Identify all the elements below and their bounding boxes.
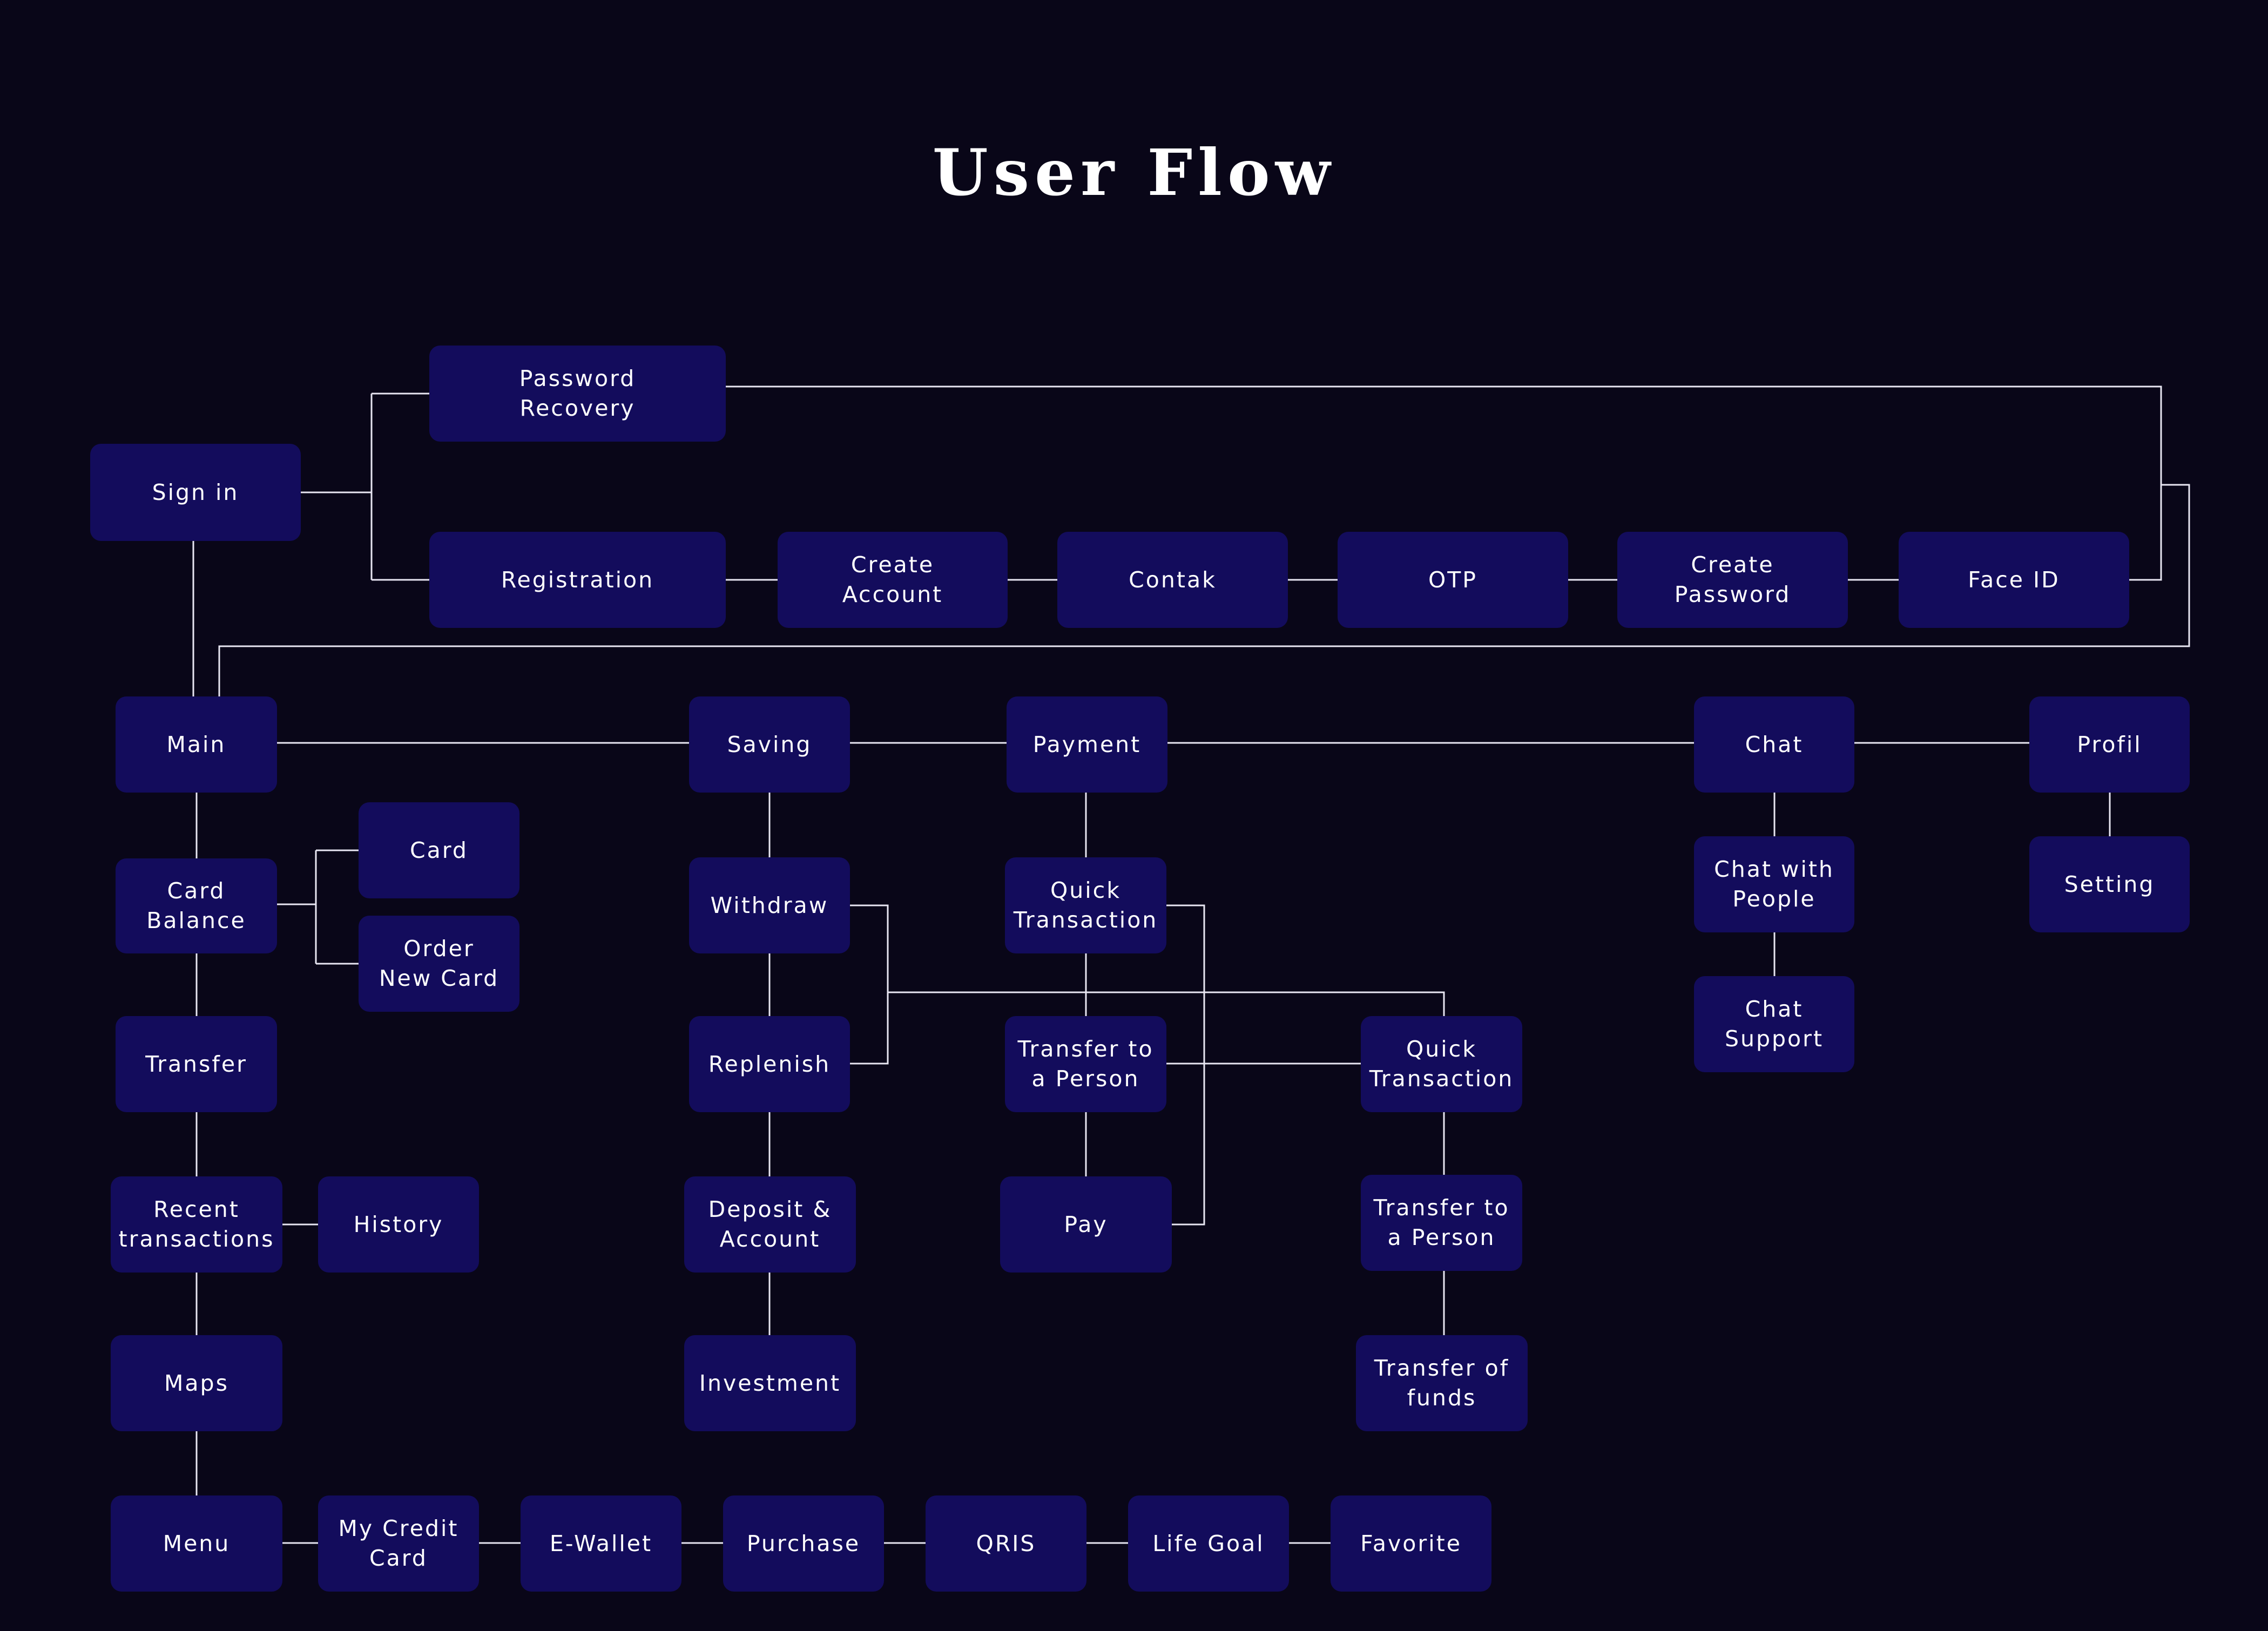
connector-line	[850, 904, 889, 1065]
node-life-goal[interactable]: Life Goal	[1128, 1495, 1289, 1592]
node-chat-support[interactable]: Chat Support	[1694, 976, 1854, 1072]
node-card[interactable]: Card	[359, 802, 519, 898]
node-chat-with-people[interactable]: Chat with People	[1694, 836, 1854, 932]
node-qris[interactable]: QRIS	[926, 1495, 1086, 1592]
connector-line	[1166, 904, 1205, 1226]
node-withdraw[interactable]: Withdraw	[689, 857, 850, 953]
node-saving[interactable]: Saving	[689, 696, 850, 793]
node-setting[interactable]: Setting	[2029, 836, 2190, 932]
node-quick-transaction-right[interactable]: Quick Transaction	[1361, 1016, 1522, 1112]
node-chat[interactable]: Chat	[1694, 696, 1854, 793]
node-otp[interactable]: OTP	[1338, 532, 1568, 628]
node-main[interactable]: Main	[116, 696, 277, 793]
node-face-id[interactable]: Face ID	[1899, 532, 2129, 628]
node-transfer-of-funds[interactable]: Transfer of funds	[1356, 1335, 1528, 1431]
connector-line	[218, 484, 2190, 696]
node-pay[interactable]: Pay	[1000, 1176, 1172, 1273]
node-favorite[interactable]: Favorite	[1331, 1495, 1491, 1592]
node-transfer-person-right[interactable]: Transfer to a Person	[1361, 1175, 1522, 1271]
node-history[interactable]: History	[318, 1176, 479, 1273]
node-create-account[interactable]: Create Account	[778, 532, 1008, 628]
node-deposit-account[interactable]: Deposit & Account	[684, 1176, 856, 1273]
node-sign-in[interactable]: Sign in	[90, 444, 301, 541]
node-e-wallet[interactable]: E-Wallet	[521, 1495, 681, 1592]
node-investment[interactable]: Investment	[684, 1335, 856, 1431]
node-menu[interactable]: Menu	[111, 1495, 282, 1592]
diagram-title: User Flow	[932, 135, 1336, 210]
node-transfer[interactable]: Transfer	[116, 1016, 277, 1112]
node-registration[interactable]: Registration	[429, 532, 726, 628]
node-contak[interactable]: Contak	[1057, 532, 1288, 628]
node-order-new-card[interactable]: Order New Card	[359, 916, 519, 1012]
node-card-balance[interactable]: Card Balance	[116, 858, 277, 953]
node-transfer-person-payment[interactable]: Transfer to a Person	[1005, 1016, 1166, 1112]
node-profil[interactable]: Profil	[2029, 696, 2190, 793]
node-quick-transaction-payment[interactable]: Quick Transaction	[1005, 857, 1166, 953]
connector-line	[726, 385, 2162, 581]
node-purchase[interactable]: Purchase	[723, 1495, 884, 1592]
node-create-password[interactable]: Create Password	[1617, 532, 1848, 628]
node-payment[interactable]: Payment	[1007, 696, 1167, 793]
node-my-credit-card[interactable]: My Credit Card	[318, 1495, 479, 1592]
node-recent-transactions[interactable]: Recent transactions	[111, 1176, 282, 1273]
connector-line	[888, 991, 1445, 1016]
node-replenish[interactable]: Replenish	[689, 1016, 850, 1112]
node-maps[interactable]: Maps	[111, 1335, 282, 1431]
node-password-recovery[interactable]: Password Recovery	[429, 346, 726, 442]
